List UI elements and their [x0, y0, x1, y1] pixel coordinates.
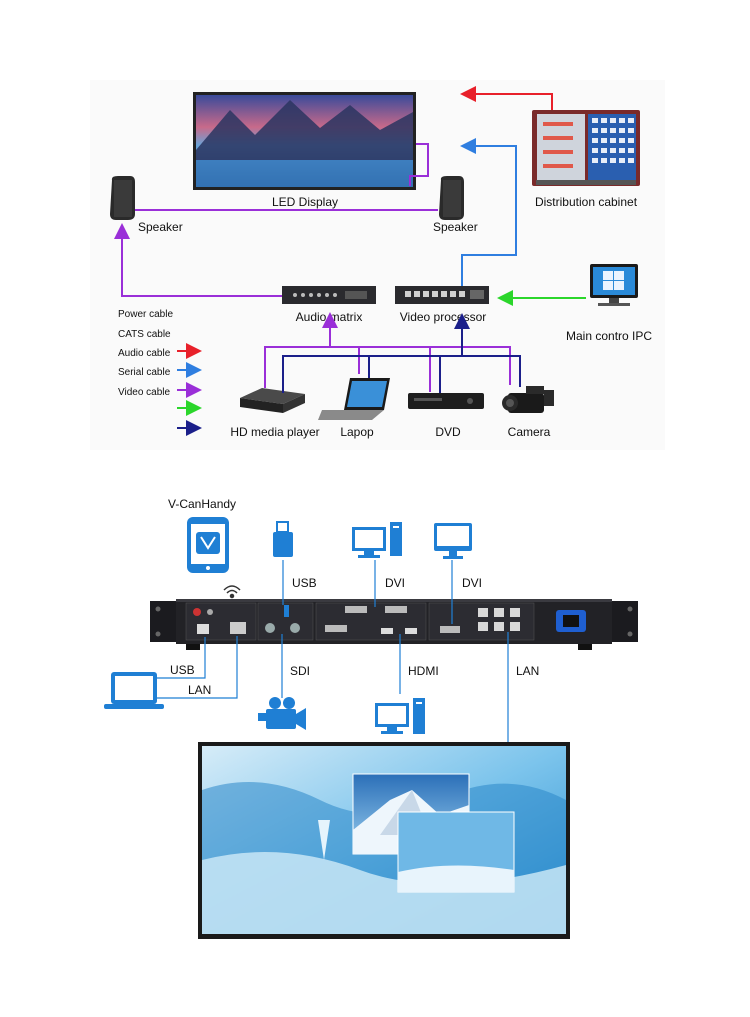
laptop-icon [318, 378, 390, 420]
sdi-label: SDI [290, 664, 310, 678]
video-line-display [409, 143, 429, 186]
led-display-icon [193, 92, 416, 190]
main-ipc-label: Main contro IPC [566, 329, 652, 343]
dvi-label-1: DVI [385, 576, 405, 590]
serial-cable-line [460, 138, 517, 286]
pc-hdmi-icon [375, 698, 425, 734]
power-cable-line [460, 86, 553, 110]
usb-drive-icon [273, 521, 293, 557]
distribution-cabinet-icon [532, 110, 640, 186]
video-processor-icon [395, 286, 489, 304]
camera-icon [502, 386, 554, 413]
lan-link-line [157, 636, 238, 699]
large-display-screen [198, 742, 570, 939]
wifi-icon [223, 585, 241, 599]
audio-matrix-icon [282, 286, 376, 304]
distribution-cabinet-label: Distribution cabinet [535, 195, 638, 209]
led-display-label: LED Display [272, 195, 338, 209]
speaker-left-icon [110, 176, 135, 220]
usb-link-line [157, 637, 206, 679]
legend-item-3: Serial cable [118, 367, 171, 378]
speaker-right-icon [439, 176, 464, 220]
lan-left-label: LAN [188, 683, 211, 697]
hd-media-player-label: HD media player [230, 425, 319, 439]
hdmi-label: HDMI [408, 664, 439, 678]
legend-item-2: Audio cable [118, 348, 171, 359]
app-label: V-CanHandy [168, 497, 236, 511]
controller-device [150, 599, 638, 650]
dvi-label-2: DVI [462, 576, 482, 590]
laptop-label: Lapop [340, 425, 374, 439]
usb-top-label: USB [292, 576, 317, 590]
phone-icon [187, 517, 229, 573]
legend-item-1: CATS cable [118, 329, 171, 340]
legend-item-0: Power cable [118, 309, 173, 320]
speaker-right-label: Speaker [433, 220, 478, 234]
dvd-icon [408, 393, 484, 409]
video-processor-label: Video processor [400, 310, 487, 324]
usb-left-label: USB [170, 663, 195, 677]
main-ipc-icon [590, 264, 638, 306]
legend-item-4: Video cable [118, 387, 171, 398]
video-camera-icon [258, 697, 306, 730]
legend: Power cable CATS cable Audio cable Seria… [118, 309, 202, 436]
hd-media-player-icon [240, 388, 305, 413]
lan-right-label: LAN [516, 664, 539, 678]
dvd-label: DVD [435, 425, 461, 439]
camera-label: Camera [508, 425, 551, 439]
audio-cable-line [114, 223, 282, 297]
speaker-left-label: Speaker [138, 220, 183, 234]
laptop-usb-icon [104, 672, 164, 709]
pc-dvi-icon [352, 522, 402, 558]
source-bus-navy [282, 355, 521, 393]
source-bus-purple [264, 346, 511, 388]
monitor-dvi-icon [434, 523, 472, 559]
